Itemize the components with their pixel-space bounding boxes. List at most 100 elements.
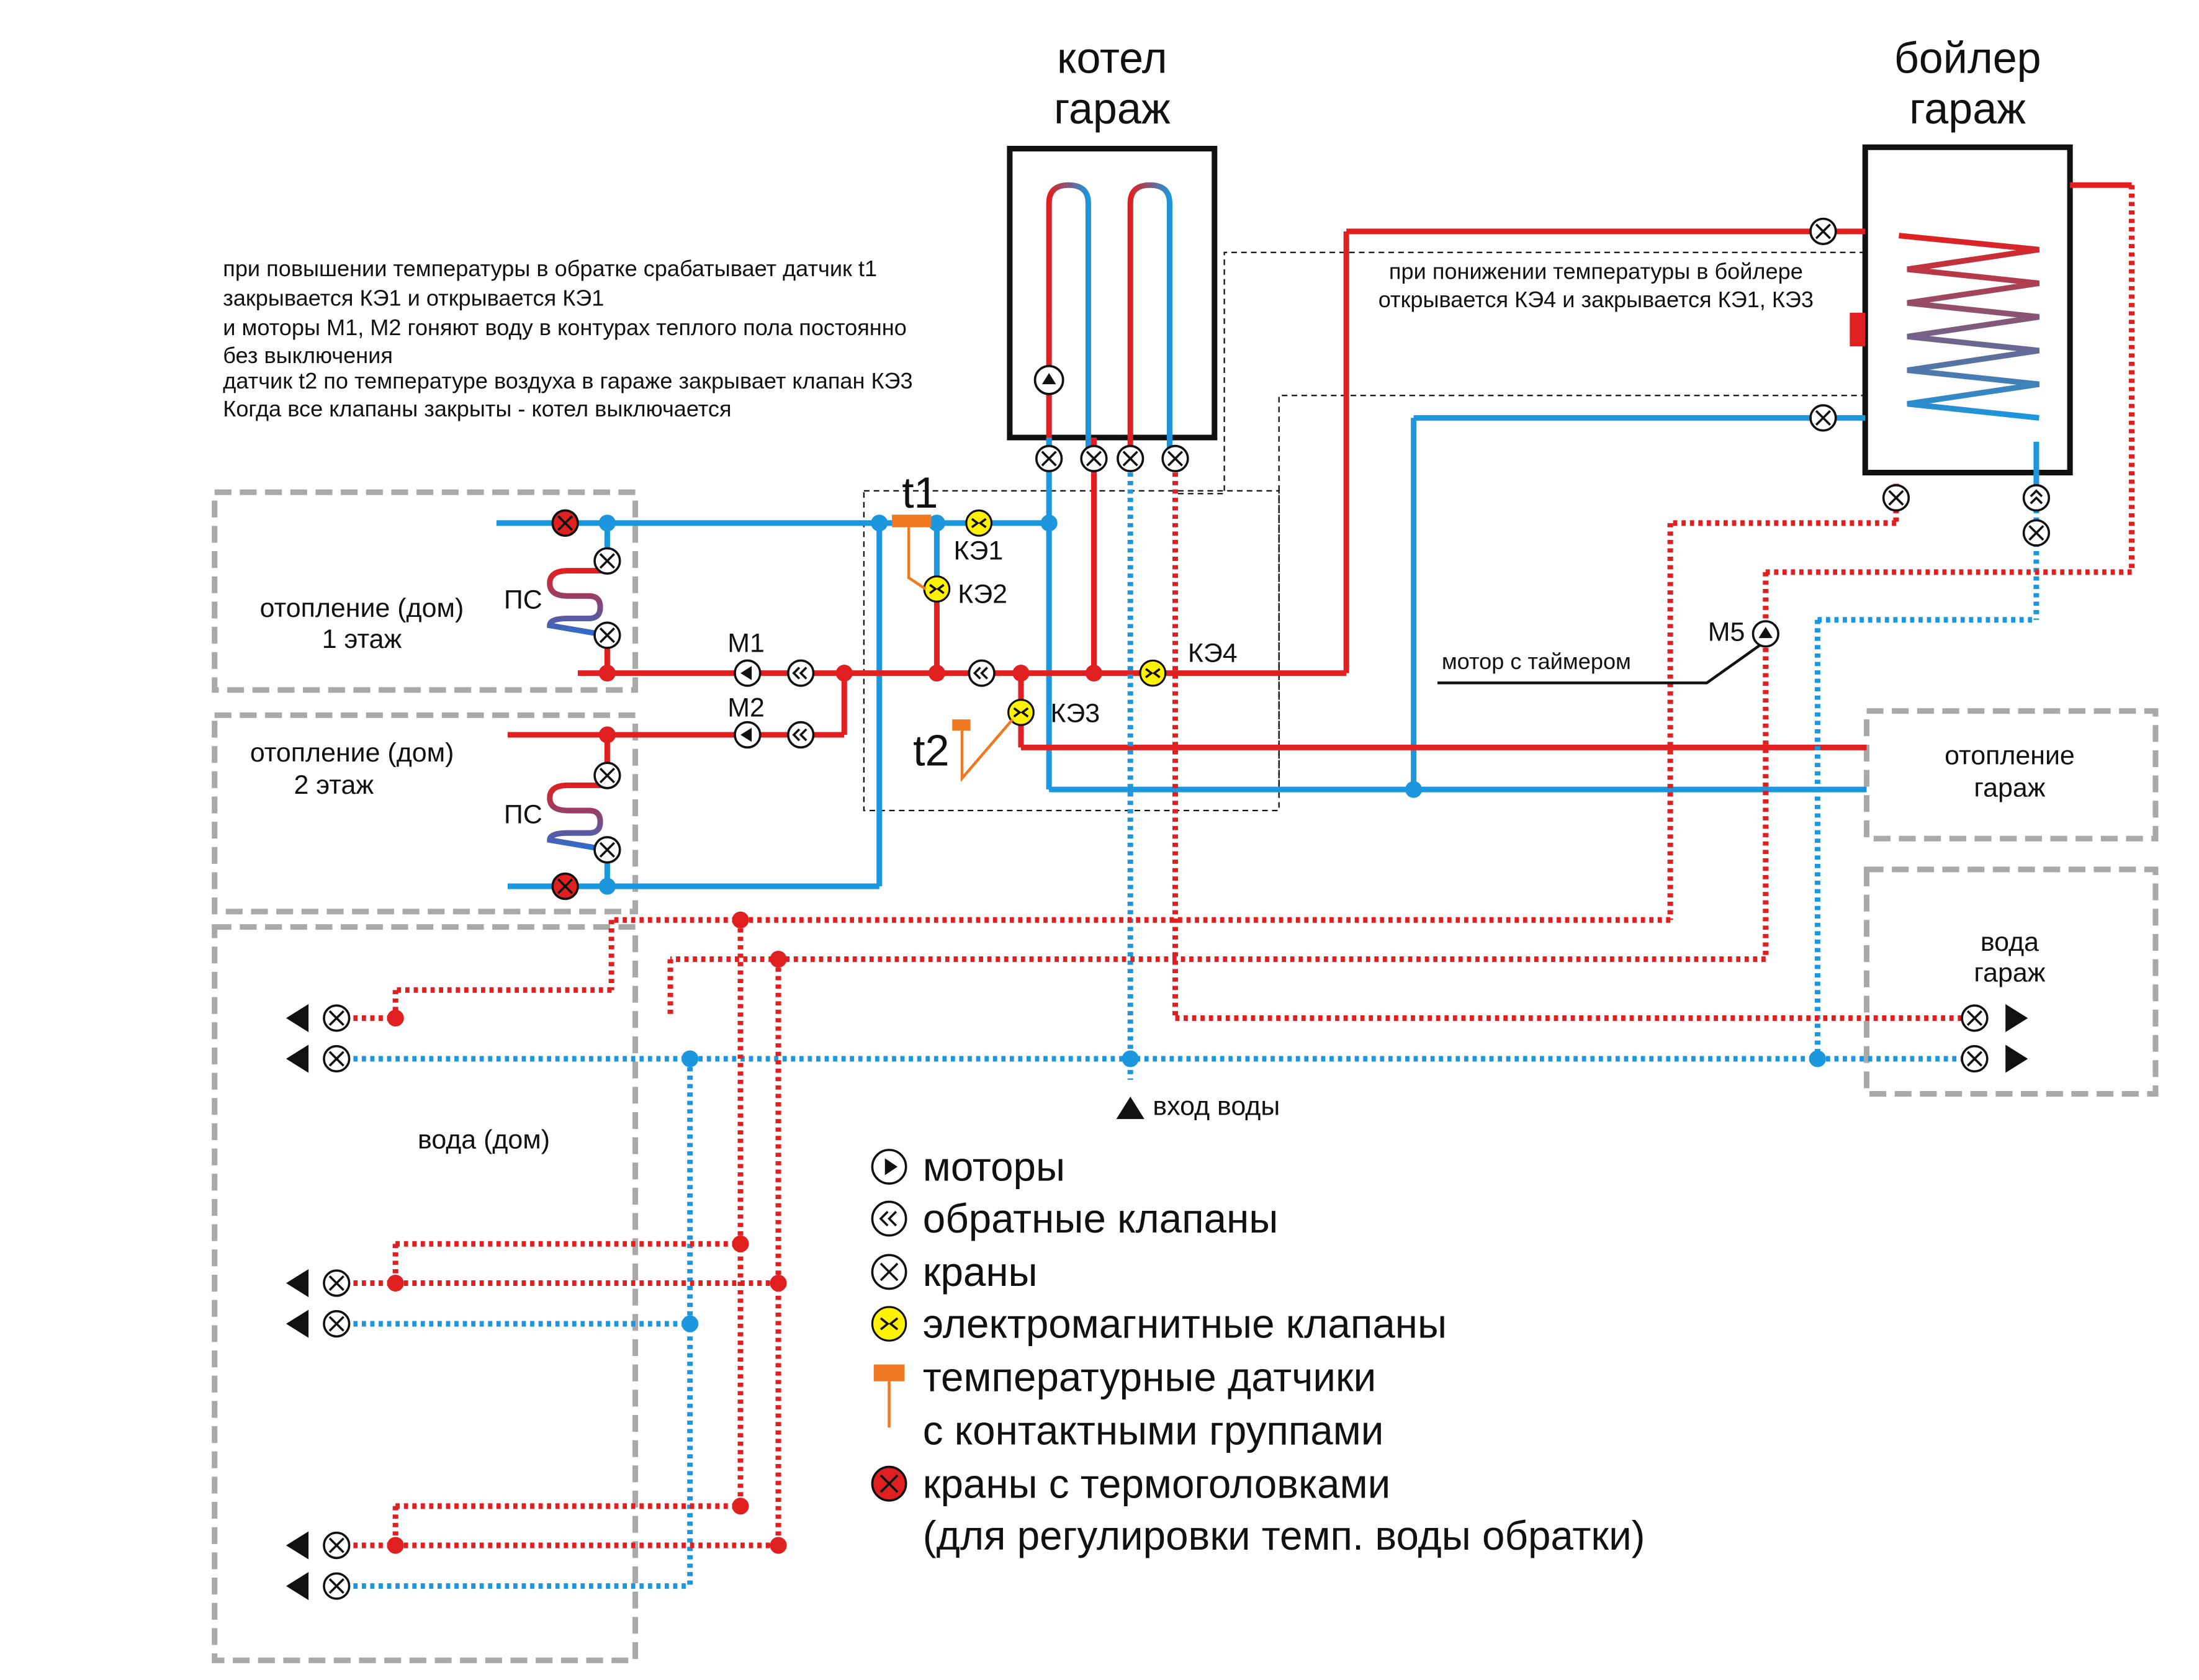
legend: моторы обратные клапаны краны электромаг… [871,1144,1645,1558]
tank-title-2: гараж [1909,84,2026,133]
check-valve-icon[interactable] [787,721,815,749]
water-outlets [286,1004,2028,1601]
label-ke4: КЭ4 [1188,639,1238,668]
tap-icon[interactable] [1809,404,1837,432]
legend-thermo-tap-icon [871,1465,907,1502]
tank-title-1: бойлер [1894,34,2041,82]
tap-icon[interactable] [323,1044,351,1073]
tap-icon[interactable] [593,621,621,649]
ps2-coil [547,782,608,853]
control-line-boiler [1178,251,1866,495]
boiler-body [1007,145,1218,441]
tap-icon[interactable] [593,836,621,864]
thermo-tap-icon[interactable] [551,872,579,901]
outlet-arrow-icon [286,1004,309,1033]
legend-thermo-taps-label-2: (для регулировки темп. воды обратки) [923,1513,1645,1558]
check-valves [787,484,2051,749]
legend-check-valves-label: обратные клапаны [923,1196,1279,1241]
solenoid-valve-icon[interactable] [1007,698,1035,726]
taps [323,217,2051,1600]
check-valve-icon[interactable] [968,659,996,687]
zone-garage-water-label-1: вода [1981,927,2039,957]
thermo-tap-icon[interactable] [551,509,579,537]
tap-icon[interactable] [1961,1044,1989,1073]
tank-heater-element [1850,312,1866,347]
zone-garage-heat-label-2: гараж [1974,773,2045,802]
solenoid-valve-icon[interactable] [1139,659,1167,687]
outlet-arrow-icon [286,1572,309,1601]
zone-garage-water [1863,866,2159,1097]
zone-floor1-label-2: 1 этаж [322,624,402,654]
note-left-line: и моторы М1, М2 гоняют воду в контурах т… [223,315,907,340]
legend-temp-sensors-label-1: температурные датчики [923,1355,1376,1400]
solenoid-valve-icon[interactable] [965,509,993,537]
boiler-coil-left [1046,182,1091,456]
tap-icon[interactable] [323,1309,351,1338]
zone-floor1-label-1: отопление (дом) [260,593,464,623]
tap-icon[interactable] [593,761,621,789]
boiler-title-2: гараж [1054,84,1171,133]
label-t1: t1 [902,469,938,517]
tap-icon[interactable] [323,1572,351,1600]
motor-icon[interactable] [1752,620,1779,648]
label-t2: t2 [913,727,949,775]
tap-icon[interactable] [2022,519,2051,547]
temp-sensor-t1-icon [892,514,932,590]
tap-icon[interactable] [1809,217,1837,245]
tap-icon[interactable] [323,1269,351,1297]
legend-motor-icon [871,1149,907,1185]
legend-temp-sensors-label-2: с контактными группами [923,1408,1384,1453]
note-left-line: датчик t2 по температуре воздуха в гараж… [223,368,912,393]
motor-icon[interactable] [1033,364,1064,395]
tap-icon[interactable] [1035,444,1063,473]
outlet-arrow-icon [286,1309,309,1338]
legend-tap-icon [871,1254,907,1290]
zone-floor2-label-1: отопление (дом) [250,738,454,768]
label-m1: М1 [727,629,765,658]
legend-taps-label: краны [923,1249,1038,1295]
solenoid-valve-icon[interactable] [923,575,951,603]
label-ps2: ПС [504,799,542,829]
note-left: при повышении температуры в обратке сраб… [223,256,912,421]
label-water-in: вход воды [1153,1091,1280,1121]
tank-coil [1899,233,2040,421]
check-valve-icon[interactable] [2022,484,2051,512]
outlet-arrow-icon [286,1531,309,1560]
tap-icon[interactable] [323,1531,351,1560]
zone-house-water-label: вода (дом) [418,1125,550,1155]
water-inlet-arrow-icon [1116,1097,1144,1120]
tap-icon[interactable] [1161,444,1189,473]
legend-solenoid-valve-icon [871,1306,907,1342]
tap-icon[interactable] [323,1004,351,1032]
legend-temp-sensor-icon [873,1364,905,1428]
zone-floor2-label-2: 2 этаж [294,770,374,800]
zone-heating-floor2 [212,712,639,915]
tap-icon[interactable] [1961,1004,1989,1032]
label-ps1: ПС [504,585,542,615]
boiler-title-1: котел [1057,34,1167,82]
zone-garage-heating [1863,708,2159,842]
zone-house-water [212,924,639,1663]
label-ke1: КЭ1 [954,536,1004,566]
legend-solenoid-label: электромагнитные клапаны [923,1301,1447,1347]
boiler-coil-right [1127,182,1172,456]
tap-icon[interactable] [1080,444,1108,473]
tap-icon[interactable] [593,547,621,575]
zone-garage-heat-label-1: отопление [1945,740,2075,770]
zone-heating-floor1 [212,489,639,693]
label-m2: М2 [727,693,765,723]
zone-garage-water-label-2: гараж [1974,958,2045,988]
outlet-arrow-icon [2005,1004,2028,1033]
note-left-line: при повышении температуры в обратке сраб… [223,256,877,281]
label-ke3: КЭ3 [1050,699,1100,729]
tap-icon[interactable] [1882,484,1910,512]
outlet-arrow-icon [286,1269,309,1298]
motor-icon[interactable] [734,659,762,687]
pipe-junctions [387,514,1826,1554]
check-valve-icon[interactable] [787,659,815,687]
tap-icon[interactable] [1117,444,1144,473]
note-left-line: закрывается КЭ1 и открывается КЭ1 [223,285,604,311]
outlet-arrow-icon [286,1044,309,1073]
note-right: при понижении температуры в бойлере откр… [1378,259,1814,312]
motor-icon[interactable] [734,721,762,749]
